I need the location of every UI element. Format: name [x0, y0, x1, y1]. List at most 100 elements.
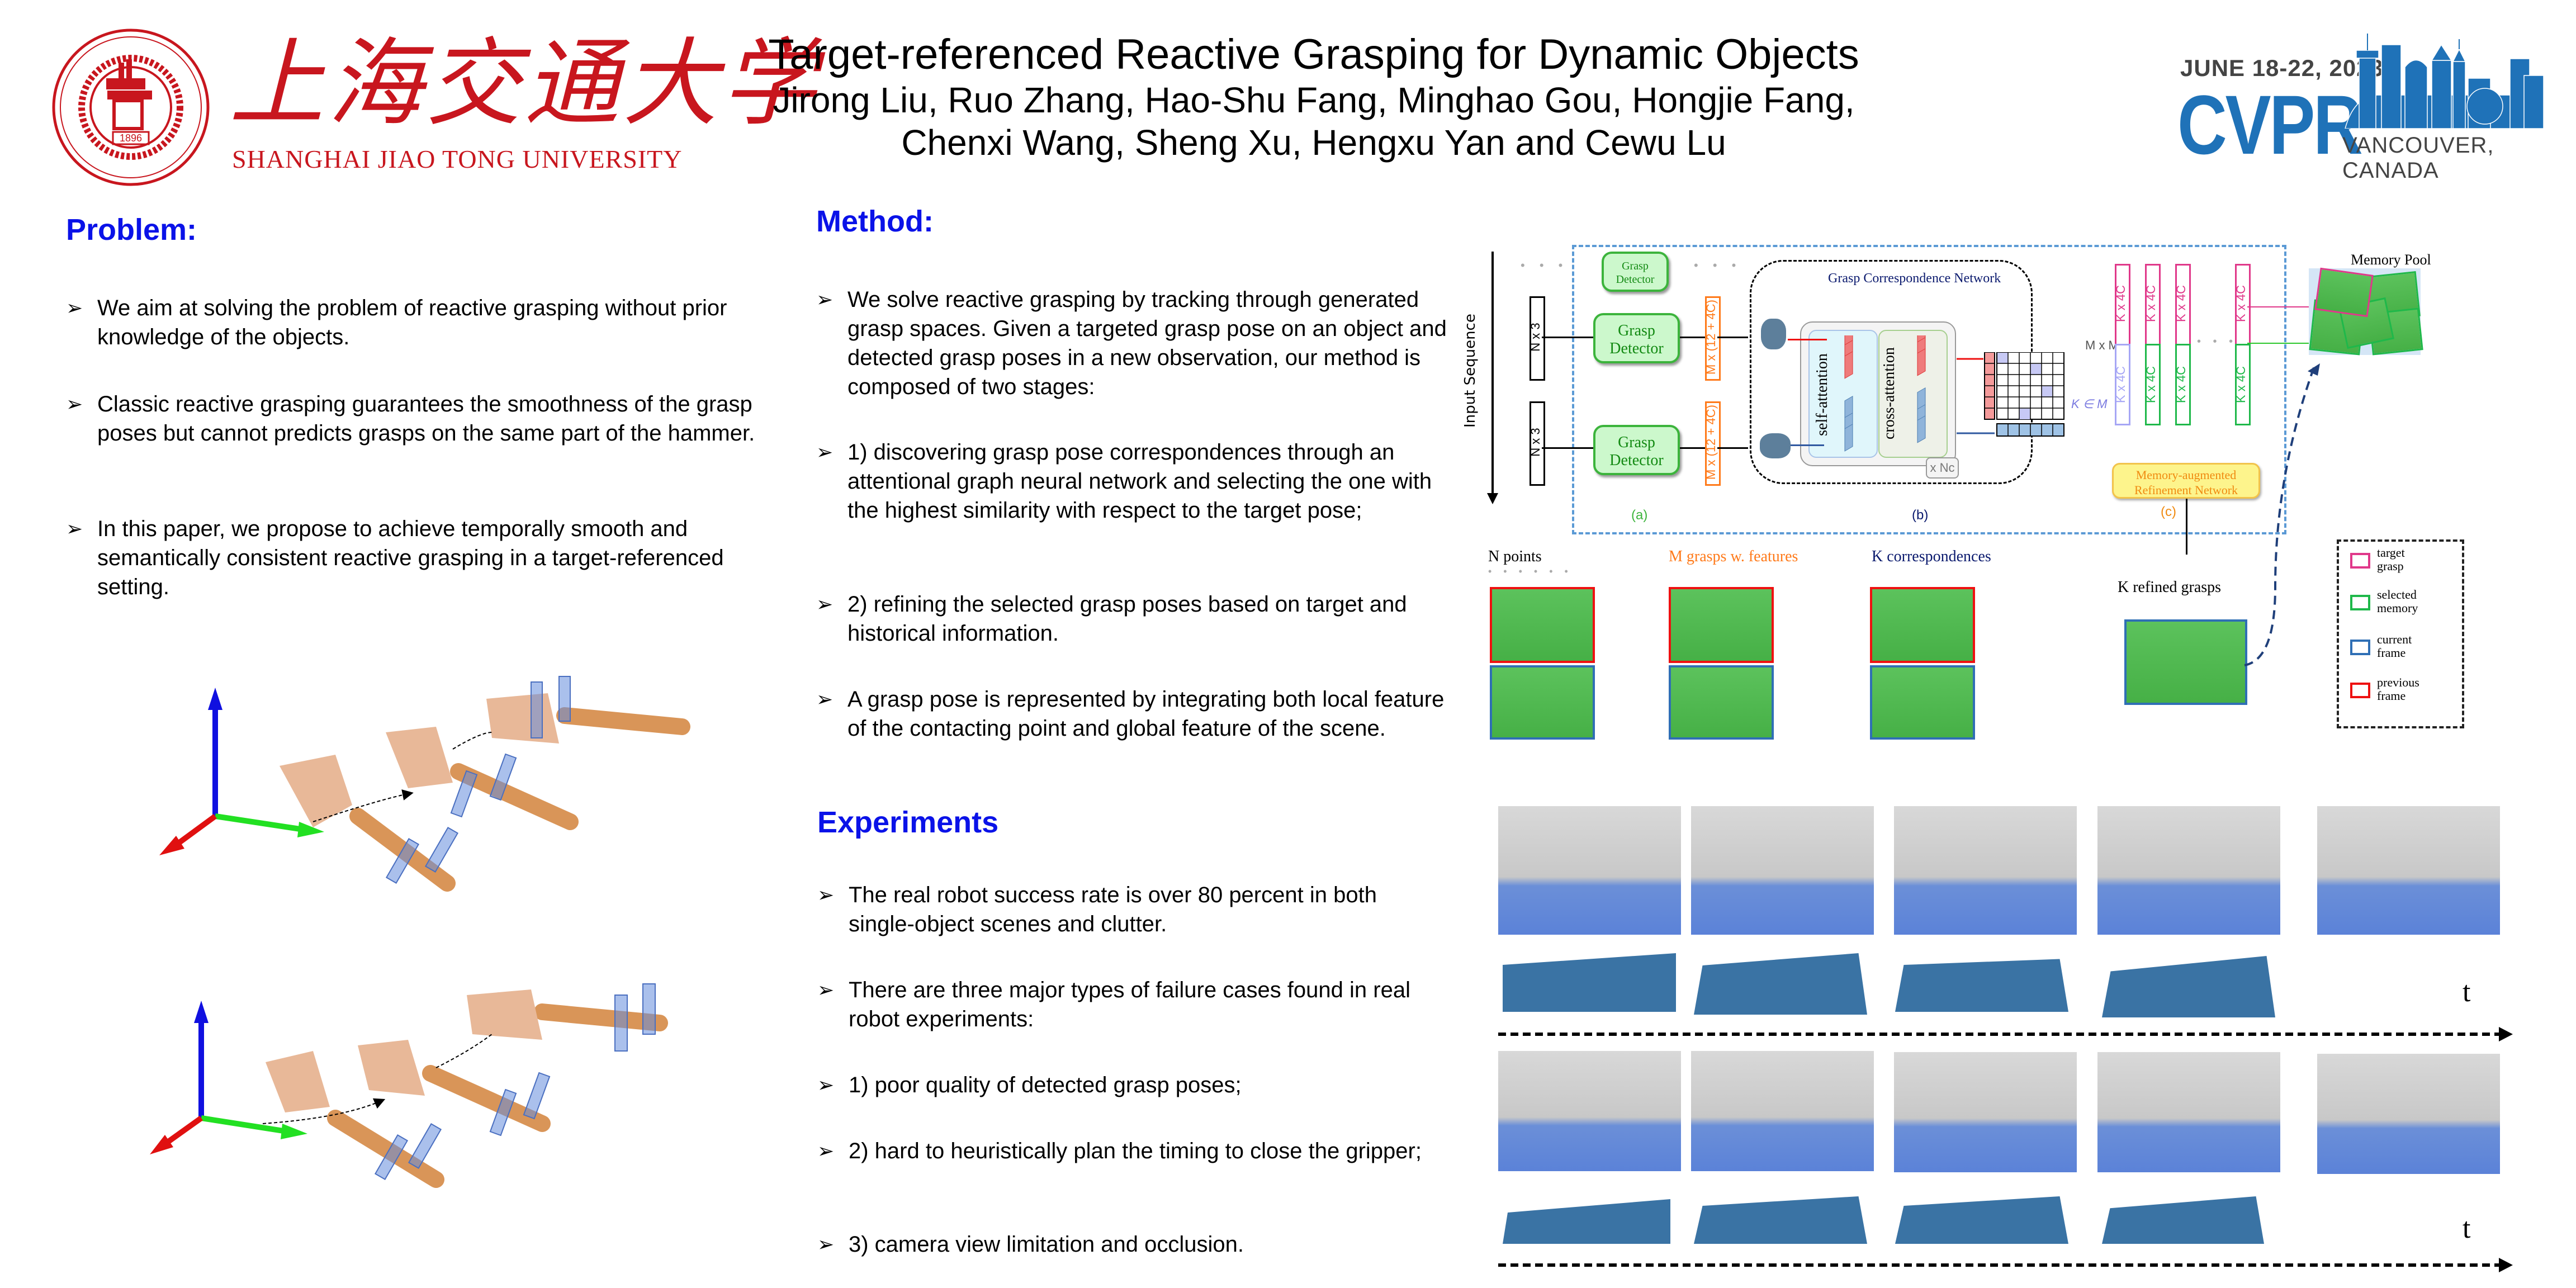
memory-update-arrow [2244, 363, 2320, 666]
flow-arrow [1791, 444, 1824, 446]
method-diagram: Input Sequence • • • • • • N x 3 N x 3 G… [1453, 235, 2516, 740]
k-refined-grasps-caption: K refined grasps [2118, 579, 2222, 596]
self-attention-panel [1808, 330, 1878, 458]
bullet-arrow-icon: ➢ [66, 296, 83, 319]
previous-frame-grasps [1669, 587, 1774, 663]
experiments-bullet: ➢ The real robot success rate is over 80… [817, 880, 1443, 939]
kx4c-label: K x 4C [2174, 285, 2188, 323]
bullet-arrow-icon: ➢ [817, 1139, 835, 1162]
time-axis-arrow [1498, 1027, 2513, 1041]
k-correspondences-caption: K correspondences [1872, 548, 1991, 565]
memory-feature-column [2235, 344, 2251, 425]
hammer-sequence-bottom [262, 983, 668, 1188]
university-name-chinese: 上海交通大学 [229, 29, 820, 139]
experiments-bullet: ➢ There are three major types of failure… [817, 976, 1443, 1034]
points-tensor [1530, 296, 1545, 381]
mfeat-label: M x (12 + 4C) [1704, 300, 1718, 375]
problem-bullet: ➢ Classic reactive grasping guarantees t… [66, 390, 782, 448]
flow-arrow [1680, 447, 1705, 449]
target-frame [2314, 267, 2374, 318]
robot-photo [1691, 806, 1874, 935]
repeat-nc-badge: x Nc [1926, 457, 1959, 479]
k-in-m-label: K ∈ M [2071, 397, 2108, 411]
legend-swatch-target [2350, 553, 2370, 569]
attention-node-stacks [1844, 335, 1926, 452]
experiments-bullet: ➢ 3) camera view limitation and occlusio… [817, 1230, 1443, 1259]
previous-frame-correspondences [1870, 587, 1975, 663]
bullet-arrow-icon: ➢ [817, 883, 835, 906]
method-bullet: ➢ A grasp pose is represented by integra… [816, 685, 1448, 743]
title-block: Target-referenced Reactive Grasping for … [727, 31, 1901, 164]
target-feature-column [2235, 264, 2251, 345]
robot-photo [2317, 1054, 2500, 1174]
bullet-arrow-icon: ➢ [817, 1233, 835, 1256]
robot-photo [1894, 1052, 2077, 1172]
gcn-title: Grasp Correspondence Network [1828, 271, 2001, 286]
n-points-caption: N points [1488, 548, 1542, 565]
grasp-feature-tensor [1705, 401, 1721, 486]
target-feature-column [2175, 264, 2191, 345]
bullet-arrow-icon: ➢ [816, 288, 834, 311]
point-cloud-view [1694, 953, 1867, 1015]
memory-pool [2309, 267, 2423, 356]
point-cloud-view [2102, 956, 2275, 1017]
coordinate-axes-icon [150, 1001, 307, 1154]
object-point-cloud [1760, 433, 1791, 458]
ellipsis: • • • • • • [1488, 566, 1573, 577]
robot-photo [2097, 806, 2280, 935]
point-cloud-view [1895, 1196, 2068, 1244]
authors-line-2: Chenxi Wang, Sheng Xu, Hengxu Yan and Ce… [901, 122, 1726, 163]
current-feature-column [2115, 344, 2130, 425]
kx4c-label: K x 4C [2114, 285, 2128, 323]
conference-location: VANCOUVER, CANADA [2342, 133, 2494, 183]
kx4c-label: K x 4C [2144, 285, 2158, 323]
flow-arrow [2186, 499, 2187, 555]
legend-swatch-previous [2350, 683, 2370, 698]
point-cloud-view [1503, 953, 1676, 1012]
authors-line-1: Jirong Liu, Ruo Zhang, Hao-Shu Fang, Min… [773, 80, 1855, 120]
target-arrow [2247, 306, 2309, 307]
problem-bullet: ➢ We aim at solving the problem of react… [66, 293, 782, 352]
robot-photo [2317, 806, 2500, 935]
robot-photo [1498, 1051, 1681, 1171]
robot-photo [2097, 1052, 2280, 1172]
current-frame-thumbnail [1490, 665, 1595, 740]
kx4c-label: K x 4C [2114, 366, 2128, 404]
grasp-feature-tensor [1705, 296, 1721, 381]
experiments-bullet: ➢ 1) poor quality of detected grasp pose… [817, 1071, 1443, 1100]
conference-date: JUNE 18-22, 2023 [2180, 55, 2384, 81]
point-cloud-view [1895, 959, 2068, 1012]
memory-feature-column [2145, 344, 2161, 425]
legend-swatch-current [2350, 640, 2370, 655]
input-sequence-arrow [1491, 252, 1494, 498]
memory-pool-label: Memory Pool [2351, 252, 2431, 268]
similarity-matrix [1957, 352, 2064, 437]
bullet-arrow-icon: ➢ [817, 1073, 835, 1096]
points-tensor [1530, 401, 1545, 486]
mfeat-label: M x (12 + 4C) [1704, 405, 1718, 480]
cross-attention-panel [1878, 330, 1948, 458]
bullet-arrow-icon: ➢ [816, 593, 834, 615]
robot-photo [1894, 806, 2077, 935]
robot-photo [1691, 1051, 1874, 1171]
coordinate-axes-icon [159, 688, 324, 855]
point-cloud-view [1503, 1199, 1670, 1244]
refined-grasps-thumbnail [2124, 619, 2247, 705]
arrow-down-icon [1487, 493, 1498, 504]
bullet-arrow-icon: ➢ [66, 392, 83, 415]
method-heading: Method: [816, 205, 934, 238]
target-feature-column [2115, 264, 2130, 345]
mxm-label: M x M [2085, 338, 2119, 352]
flow-arrow [1680, 337, 1705, 338]
seal-year: 1896 [120, 132, 142, 144]
experiments-heading: Experiments [817, 806, 999, 839]
ellipsis: • • • [1694, 258, 1742, 272]
vancouver-skyline-icon [2345, 34, 2544, 129]
